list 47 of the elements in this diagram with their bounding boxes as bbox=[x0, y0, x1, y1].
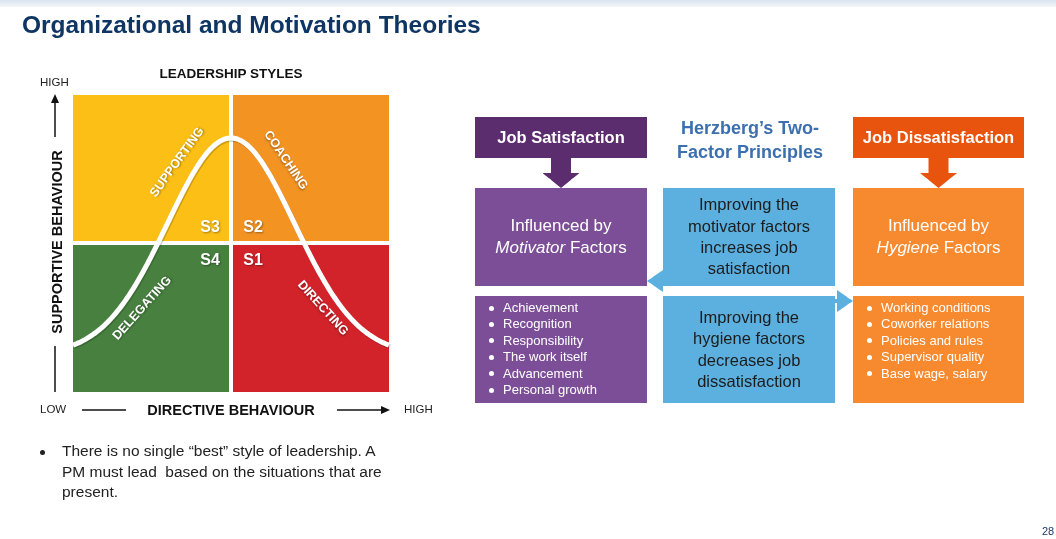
factor-list-box bbox=[853, 296, 1024, 403]
list-item: Coworker relations bbox=[881, 316, 990, 333]
chart-heading: LEADERSHIP STYLES bbox=[159, 66, 303, 82]
axis-level-label: HIGH bbox=[40, 76, 69, 90]
factor-box bbox=[475, 188, 647, 286]
list-item: Achievement bbox=[503, 300, 579, 317]
factor-box bbox=[853, 188, 1024, 286]
section-heading: Herzberg’s Two-Factor Principles bbox=[675, 117, 825, 164]
quadrant bbox=[233, 245, 389, 392]
list-item: Policies and rules bbox=[881, 332, 983, 350]
bullet-note: There is no single “best” style of leadership. A PM must lead based on the situations that are present. bbox=[62, 441, 383, 502]
heading-box bbox=[475, 117, 647, 158]
axis-title: SUPPORTIVE BEHAVIOUR bbox=[48, 150, 66, 334]
arrow bbox=[542, 158, 580, 188]
box-heading: Job Dissatisfaction bbox=[862, 127, 1015, 148]
box-text: Improving the motivator factors increases job satisfaction bbox=[687, 194, 811, 280]
page-number: 28 bbox=[1042, 525, 1055, 538]
principle-box bbox=[663, 296, 835, 403]
arrow bbox=[835, 290, 853, 312]
list-item: Supervisor quality bbox=[881, 349, 985, 366]
axis-level-label: HIGH bbox=[404, 403, 433, 417]
box-heading: Job Satisfaction bbox=[497, 127, 625, 148]
axis-level-label: LOW bbox=[40, 403, 67, 417]
box-text: Improving the hygiene factors decreases job dissatisfaction bbox=[692, 306, 806, 392]
list-item: The work itself bbox=[503, 349, 587, 366]
style-code: S2 bbox=[243, 219, 263, 235]
arrow bbox=[647, 270, 663, 292]
axis-title: DIRECTIVE BEHAVIOUR bbox=[147, 401, 315, 419]
style-code: S4 bbox=[200, 252, 220, 268]
heading-box bbox=[853, 117, 1024, 158]
list-item: Personal growth bbox=[503, 381, 597, 399]
page-title: Organizational and Motivation Theories bbox=[22, 11, 481, 40]
factor-list-box bbox=[475, 296, 647, 403]
list-item: Base wage, salary bbox=[881, 365, 988, 382]
box-text: Influenced by Motivator Factors bbox=[494, 214, 628, 259]
list-item: Recognition bbox=[503, 316, 572, 333]
box-text: Influenced by Hygiene Factors bbox=[875, 214, 1002, 259]
arrow bbox=[920, 158, 957, 188]
list-item: Responsibility bbox=[503, 332, 584, 350]
quadrant bbox=[73, 95, 229, 241]
list-item: Advancement bbox=[503, 365, 583, 382]
style-code: S1 bbox=[243, 252, 263, 268]
quadrant bbox=[73, 245, 229, 392]
quadrant bbox=[233, 95, 389, 241]
list-item: Working conditions bbox=[881, 300, 991, 317]
style-code: S3 bbox=[200, 219, 220, 235]
principle-box bbox=[663, 188, 835, 286]
